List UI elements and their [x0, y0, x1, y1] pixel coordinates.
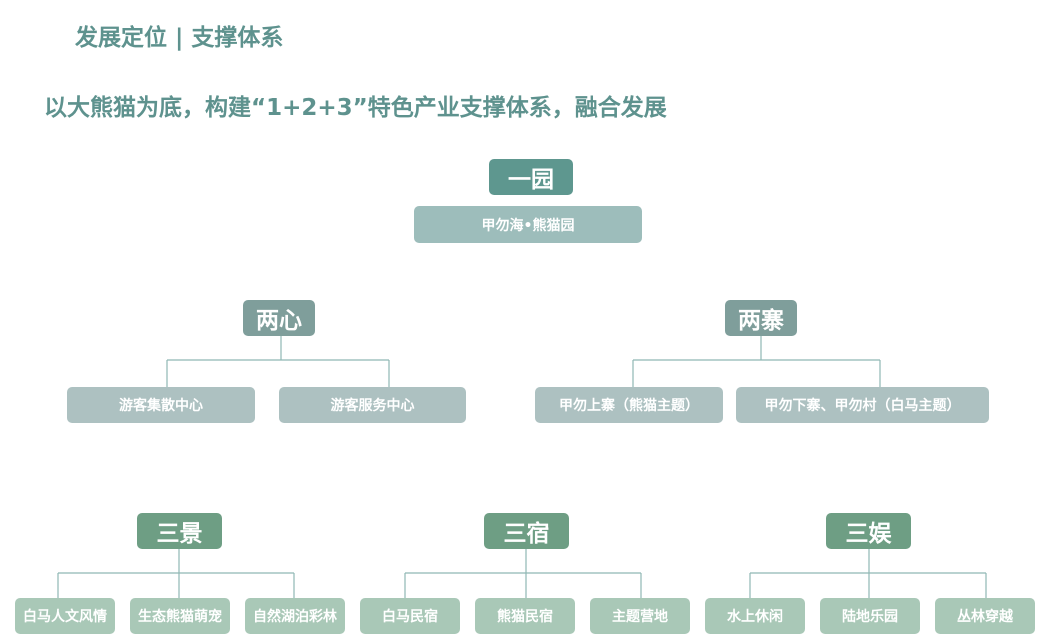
item-land-park: 陆地乐园 [820, 598, 920, 634]
page-subtitle: 以大熊猫为底，构建“1+2+3”特色产业支撑体系，融合发展 [44, 95, 667, 121]
item-jiawuhai-panda-park: 甲勿海•熊猫园 [414, 206, 642, 243]
item-water-leisure: 水上休闲 [705, 598, 805, 634]
category-liang-zhai: 两寨 [725, 300, 797, 336]
category-liang-xin: 两心 [243, 300, 315, 336]
item-upper-village: 甲勿上寨（熊猫主题） [535, 387, 723, 423]
item-lower-village: 甲勿下寨、甲勿村（白马主题） [736, 387, 989, 423]
category-san-su: 三宿 [484, 513, 569, 549]
item-theme-camp: 主题营地 [590, 598, 690, 634]
category-san-jing: 三景 [137, 513, 222, 549]
item-baima-homestay: 白马民宿 [360, 598, 460, 634]
category-yi-yuan: 一园 [489, 159, 573, 195]
item-visitor-service-center: 游客服务中心 [279, 387, 466, 423]
item-panda-homestay: 熊猫民宿 [475, 598, 575, 634]
item-baima-culture: 白马人文风情 [15, 598, 115, 634]
item-eco-panda: 生态熊猫萌宠 [130, 598, 230, 634]
page-title: 发展定位 | 支撑体系 [75, 25, 284, 51]
item-lake-forest: 自然湖泊彩林 [245, 598, 345, 634]
category-san-yu: 三娱 [826, 513, 911, 549]
item-visitor-distribution-center: 游客集散中心 [67, 387, 255, 423]
item-jungle-crossing: 丛林穿越 [935, 598, 1035, 634]
